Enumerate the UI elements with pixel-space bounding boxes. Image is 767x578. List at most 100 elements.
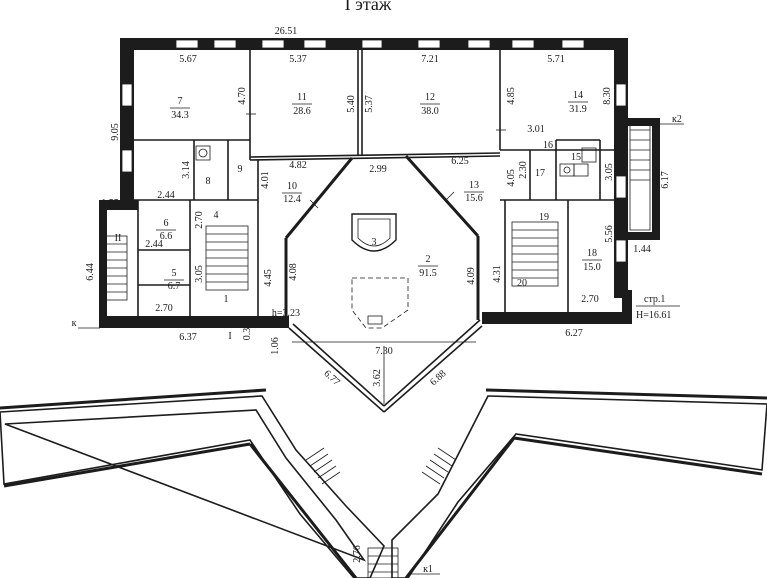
stair-wing-right bbox=[421, 447, 457, 485]
wings bbox=[0, 388, 767, 578]
dim-small-b: 1.06 bbox=[270, 337, 281, 355]
dim-r14-left: 4.85 bbox=[506, 87, 517, 105]
dim-r16-width: 3.01 bbox=[527, 124, 545, 135]
room-6-number: 6 bbox=[164, 218, 169, 229]
room-7-area: 34.3 bbox=[171, 110, 189, 121]
dim-corr-left: 4.82 bbox=[289, 160, 307, 171]
dim-left-stair: 6.44 bbox=[85, 263, 96, 281]
room-17-number: 17 bbox=[535, 168, 545, 179]
dim-small-a: 0.3 bbox=[242, 328, 253, 341]
stairs bbox=[104, 119, 651, 578]
stamp-label: стр.1 bbox=[644, 294, 665, 305]
room-14-area: 31.9 bbox=[569, 104, 587, 115]
dim-r12-left: 5.37 bbox=[364, 95, 375, 113]
marker-k: к bbox=[72, 318, 77, 329]
room-14-number: 14 bbox=[573, 90, 583, 101]
dim-r6-side: 2.70 bbox=[194, 211, 205, 229]
bay-window bbox=[288, 319, 483, 413]
dim-hall-right-b: 4.31 bbox=[492, 265, 503, 283]
room-4-number: 4 bbox=[214, 210, 219, 221]
room-18-area: 15.0 bbox=[583, 262, 601, 273]
markers: к к1 к2 II I 3 h=3.23 стр.1 H=16.61 bbox=[72, 114, 684, 575]
dim-corr-center: 2.99 bbox=[369, 164, 387, 175]
stair-wing-left bbox=[305, 447, 341, 485]
room-height: h=3.23 bbox=[272, 308, 300, 319]
dim-hall-left-b: 4.08 bbox=[288, 263, 299, 281]
dim-stem: 2.76 bbox=[352, 545, 363, 563]
stair-right-k2 bbox=[629, 119, 651, 231]
dim-r11-right: 5.40 bbox=[346, 95, 357, 113]
dim-r12-width: 7.21 bbox=[421, 54, 439, 65]
windows bbox=[121, 39, 627, 263]
dim-corr-right: 6.25 bbox=[451, 156, 469, 167]
marker-3: 3 bbox=[372, 237, 377, 248]
fixtures bbox=[195, 145, 597, 329]
stamp-height: H=16.61 bbox=[636, 310, 671, 321]
dim-r6-width: 2.44 bbox=[145, 239, 163, 250]
stair-core-left bbox=[205, 225, 249, 291]
room-19-number: 19 bbox=[539, 212, 549, 223]
stair-core-right bbox=[511, 221, 559, 287]
dimensions: 26.51 5.67 5.37 7.21 5.71 9.05 4.70 5.40… bbox=[85, 26, 671, 563]
room-20-number: 20 bbox=[517, 278, 527, 289]
dim-r5-width: 2.70 bbox=[155, 303, 173, 314]
room-12-number: 12 bbox=[425, 92, 435, 103]
room-12-area: 38.0 bbox=[421, 106, 439, 117]
dim-r11-width: 5.37 bbox=[289, 54, 307, 65]
room-8-number: 8 bbox=[206, 176, 211, 187]
dim-r7-right: 4.70 bbox=[237, 87, 248, 105]
dim-r13-right: 4.05 bbox=[506, 169, 517, 187]
room-15-number: 15 bbox=[571, 152, 581, 163]
room-labels: 7 34.3 11 28.6 12 38.0 14 31.9 10 12.4 1… bbox=[156, 90, 602, 305]
dim-bottom-right: 6.27 bbox=[565, 328, 583, 339]
dim-left-top: 1.55 bbox=[101, 198, 119, 209]
dim-r15-right: 3.05 bbox=[604, 163, 615, 181]
dim-bay-width: 7.30 bbox=[375, 346, 393, 357]
room-18-number: 18 bbox=[587, 248, 597, 259]
dim-left-height: 9.05 bbox=[110, 123, 121, 141]
dim-r7-width: 5.67 bbox=[179, 54, 197, 65]
dim-top-total: 26.51 bbox=[275, 26, 298, 37]
hall-walls bbox=[284, 154, 480, 322]
dim-hall-left-a: 4.45 bbox=[263, 269, 274, 287]
room-13-area: 15.6 bbox=[465, 193, 483, 204]
dimension-ticks bbox=[209, 113, 549, 328]
room-11-number: 11 bbox=[297, 92, 307, 103]
dim-stair-bottom: 1.44 bbox=[633, 244, 651, 255]
marker-k1: к1 bbox=[423, 564, 433, 575]
dim-stair-right: 6.17 bbox=[660, 171, 671, 189]
dim-bay-depth: 3.62 bbox=[372, 369, 383, 387]
room-2-area: 91.5 bbox=[419, 268, 437, 279]
room-5-area: 6.7 bbox=[168, 281, 181, 292]
dim-bottom-left: 6.37 bbox=[179, 332, 197, 343]
dim-left-width: 2.44 bbox=[157, 190, 175, 201]
dim-hall-right-a: 4.09 bbox=[466, 267, 477, 285]
dim-r18-width: 2.70 bbox=[581, 294, 599, 305]
room-10-number: 10 bbox=[287, 181, 297, 192]
dim-r17-side: 2.30 bbox=[518, 161, 529, 179]
marker-II: II bbox=[115, 233, 122, 244]
marker-I: I bbox=[228, 331, 231, 342]
dim-r14-width: 5.71 bbox=[547, 54, 565, 65]
dim-right-height: 8.30 bbox=[602, 87, 613, 105]
room-10-area: 12.4 bbox=[283, 194, 301, 205]
room-7-number: 7 bbox=[178, 96, 183, 107]
floor-title: I этаж bbox=[345, 0, 392, 14]
room-11-area: 28.6 bbox=[293, 106, 311, 117]
room-16-number: 16 bbox=[543, 140, 553, 151]
stair-bottom bbox=[367, 547, 399, 578]
dim-r9-side: 4.01 bbox=[260, 171, 271, 189]
room-13-number: 13 bbox=[469, 180, 479, 191]
room-1-number: 1 bbox=[224, 294, 229, 305]
interior-walls bbox=[134, 50, 614, 316]
dim-r5-side: 3.05 bbox=[194, 265, 205, 283]
dim-r8-side: 3.14 bbox=[181, 161, 192, 179]
room-9-number: 9 bbox=[238, 164, 243, 175]
room-6-area: 6.6 bbox=[160, 231, 173, 242]
room-5-number: 5 bbox=[172, 268, 177, 279]
stair-left bbox=[104, 235, 128, 301]
dim-r18-right: 5.56 bbox=[604, 225, 615, 243]
marker-k2: к2 bbox=[672, 114, 682, 125]
room-2-number: 2 bbox=[426, 254, 431, 265]
